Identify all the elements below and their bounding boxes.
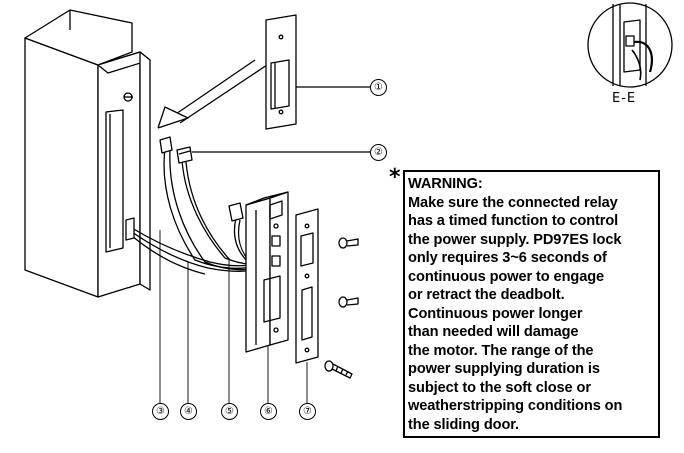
warning-line: Make sure the connected relay bbox=[408, 194, 618, 211]
part-2-connectors bbox=[125, 136, 370, 241]
section-detail-e-e bbox=[587, 2, 673, 88]
door-jamb bbox=[24, 9, 151, 298]
section-label: E-E bbox=[612, 91, 637, 106]
warning-line: power supplying duration is bbox=[408, 361, 600, 377]
warning-line: the motor. The range of the bbox=[408, 342, 594, 359]
wire-harness bbox=[131, 147, 266, 275]
callout-5: ⑤ bbox=[221, 403, 238, 420]
screw-long bbox=[324, 360, 353, 379]
insert-arrow bbox=[157, 59, 271, 129]
warning-line: subject to the soft close or bbox=[408, 379, 591, 396]
warning-title: WARNING: bbox=[408, 176, 483, 192]
part-7-strike-plate bbox=[295, 208, 319, 364]
warning-line: Continuous power longer bbox=[408, 305, 583, 322]
warning-line: the power supply. PD97ES lock bbox=[408, 231, 622, 248]
warning-line: than needed will damage bbox=[408, 324, 579, 340]
callout-4: ④ bbox=[180, 403, 197, 420]
screws bbox=[324, 237, 359, 379]
leader-lines bbox=[159, 230, 308, 403]
warning-line: has a timed function to control bbox=[408, 213, 619, 229]
part-6-lock-body bbox=[245, 191, 289, 353]
callout-2: ② bbox=[370, 144, 387, 161]
callout-1: ① bbox=[370, 79, 387, 96]
warning-box: WARNING: Make sure the connected relay h… bbox=[403, 170, 660, 438]
warning-asterisk: * bbox=[389, 165, 401, 190]
screw-top bbox=[338, 237, 359, 249]
warning-line: weatherstripping conditions on bbox=[408, 398, 623, 414]
warning-line: or retract the deadbolt. bbox=[408, 287, 565, 303]
callout-3: ③ bbox=[152, 403, 169, 420]
screw-middle bbox=[338, 296, 359, 308]
warning-line: only requires 3~6 seconds of bbox=[408, 250, 607, 266]
part-1-faceplate bbox=[265, 14, 370, 130]
warning-line: continuous power to engage bbox=[408, 268, 605, 285]
callout-7: ⑦ bbox=[299, 403, 316, 420]
callout-6: ⑥ bbox=[260, 403, 277, 420]
warning-line: the sliding door. bbox=[408, 416, 519, 433]
